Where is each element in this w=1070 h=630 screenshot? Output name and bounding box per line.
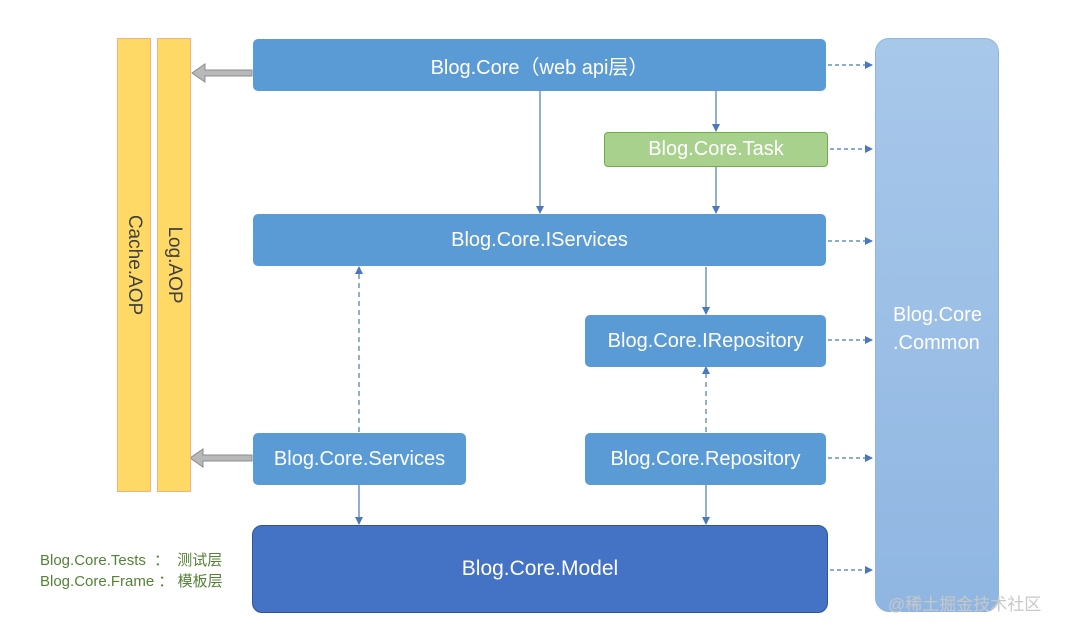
model-layer-label: Blog.Core.Model	[461, 557, 619, 580]
common-label-line1: Blog.Core	[893, 304, 982, 326]
webapi-layer-box: Blog.Core（web api层）	[253, 39, 826, 91]
repository-layer-label: Blog.Core.Repository	[610, 447, 801, 470]
webapi-layer-label: Blog.Core（web api层）	[430, 56, 649, 79]
aop-arrow-webapi	[191, 63, 253, 83]
iservices-layer-label: Blog.Core.IServices	[451, 228, 628, 251]
task-layer-box: Blog.Core.Task	[604, 132, 828, 167]
common-layer-box: Blog.Core .Common	[875, 38, 999, 612]
watermark-text: @稀土掘金技术社区	[888, 595, 1042, 614]
legend-frame-name: Blog.Core.Frame	[40, 573, 155, 590]
common-layer-label: Blog.Core .Common	[893, 301, 982, 357]
legend-tests: Blog.Core.Tests ： 测试层	[40, 549, 222, 570]
services-layer-box: Blog.Core.Services	[253, 433, 466, 485]
cache-aop-bar: Cache.AOP	[117, 38, 151, 492]
legend-tests-name: Blog.Core.Tests	[40, 552, 146, 569]
repository-layer-box: Blog.Core.Repository	[585, 433, 826, 485]
legend-frame-desc: 模板层	[177, 573, 223, 590]
common-label-line2: .Common	[893, 332, 980, 354]
task-layer-label: Blog.Core.Task	[648, 138, 784, 160]
log-aop-bar: Log.AOP	[157, 38, 191, 492]
cache-aop-label: Cache.AOP	[124, 214, 145, 316]
log-aop-label: Log.AOP	[164, 226, 185, 304]
model-layer-box: Blog.Core.Model	[252, 525, 828, 613]
iservices-layer-box: Blog.Core.IServices	[253, 214, 826, 266]
irepository-layer-box: Blog.Core.IRepository	[585, 315, 826, 367]
legend-tests-desc: 测试层	[177, 552, 223, 569]
legend-frame-separator: ：	[158, 573, 174, 590]
services-layer-label: Blog.Core.Services	[273, 447, 446, 470]
aop-arrow-services	[189, 448, 253, 468]
legend-tests-separator: ：	[154, 552, 170, 569]
legend-frame: Blog.Core.Frame ： 模板层	[40, 570, 223, 591]
irepository-layer-label: Blog.Core.IRepository	[607, 329, 804, 352]
